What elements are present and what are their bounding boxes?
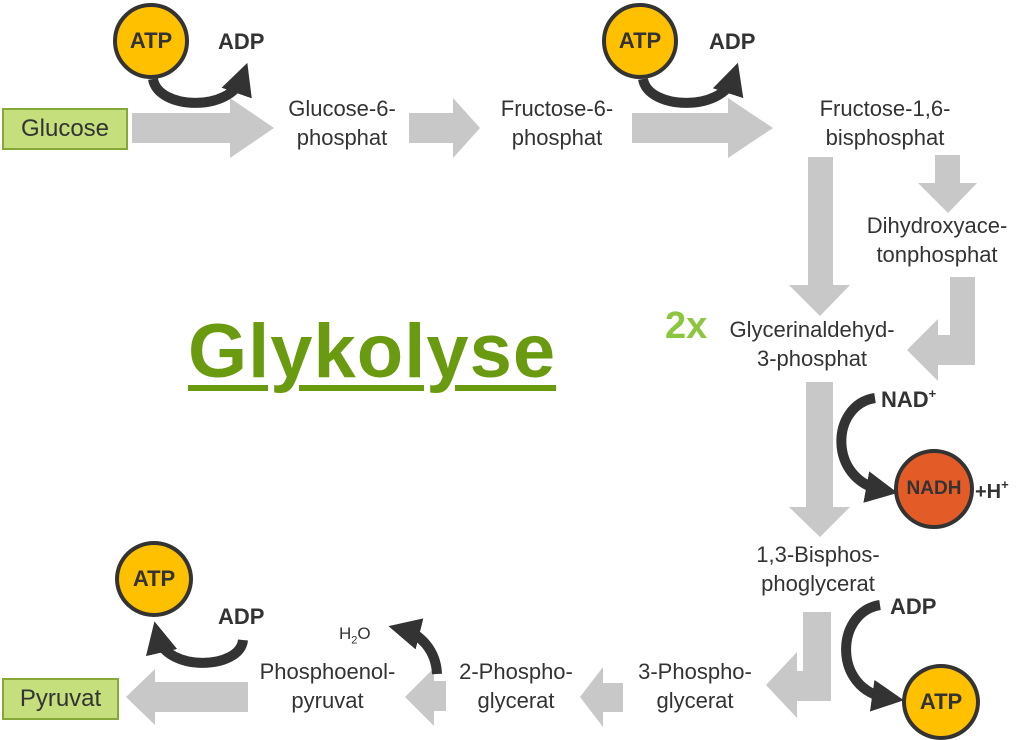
nad-text: NAD [881, 387, 929, 412]
h2o-o: O [357, 624, 371, 643]
metabolite-line2: glycerat [656, 688, 734, 713]
metabolite-line1: Glycerinaldehyd- [729, 317, 895, 342]
adp-label-step3: ADP [709, 29, 756, 54]
flow-arrow-f6p-f16bp [632, 98, 773, 158]
h2o-h: H [339, 624, 352, 643]
metabolite-dihydroxyacetonphosphat: Dihydroxyace- tonphosphat [852, 211, 1020, 269]
metabolite-phosphoenolpyruvat: Phosphoenol- pyruvat [245, 657, 410, 715]
h-text: +H [975, 481, 1002, 503]
start-box-glucose: Glucose [2, 108, 128, 150]
metabolite-glucose-6-phosphat: Glucose-6- phosphat [272, 94, 412, 152]
atp-circle-step10: ATP [115, 541, 193, 617]
metabolite-line2: glycerat [477, 688, 555, 713]
metabolite-line1: Fructose-6- [500, 96, 614, 121]
nad-charge: + [928, 386, 937, 401]
cofactor-arrow-step10 [146, 621, 248, 668]
metabolite-fructose-6-phosphat: Fructose-6- phosphat [482, 94, 632, 152]
diagram-title: Glykolyse [188, 309, 557, 394]
atp-circle-step3: ATP [602, 3, 678, 79]
h-plus-label: +H+ [975, 477, 1009, 504]
metabolite-3-phosphoglycerat: 3-Phospho- glycerat [620, 657, 770, 715]
metabolite-line1: Dihydroxyace- [866, 213, 1008, 238]
flow-arrow-pg3-pg2 [580, 667, 623, 727]
flow-arrow-dhap-gap [907, 277, 975, 381]
adp-label-step7: ADP [890, 594, 937, 619]
metabolite-fructose-1-6-bisphosphat: Fructose-1,6- bisphosphat [795, 94, 975, 152]
adp-label-step1: ADP [218, 29, 265, 54]
atp-circle-step1: ATP [113, 3, 189, 79]
metabolite-line1: Fructose-1,6- [819, 96, 951, 121]
multiplier-label: 2x [665, 305, 708, 347]
cofactor-arrow-step3 [638, 62, 744, 108]
nad-plus-label: NAD+ [881, 386, 936, 413]
metabolite-line1: Phosphoenol- [259, 659, 396, 684]
metabolite-glycerinaldehyd-3-phosphat: Glycerinaldehyd- 3-phosphat [712, 315, 912, 373]
metabolite-line2: pyruvat [291, 688, 364, 713]
flow-arrow-glucose-g6p [132, 98, 274, 158]
metabolite-line1: Glucose-6- [288, 96, 396, 121]
metabolite-1-3-bisphosphoglycerat: 1,3-Bisphos- phoglycerat [738, 540, 898, 598]
end-box-pyruvat: Pyruvat [2, 678, 119, 720]
flow-arrow-f16bp-dhap [918, 155, 977, 213]
flow-arrow-g6p-f6p [409, 98, 480, 158]
cofactor-arrow-step7 [841, 600, 904, 712]
metabolite-line1: 3-Phospho- [638, 659, 752, 684]
adp-label-step10: ADP [218, 604, 265, 629]
flow-arrow-pg2-pep [405, 668, 446, 726]
cofactor-arrow-step6 [836, 393, 898, 503]
metabolite-line2: 3-phosphat [756, 346, 868, 371]
metabolite-line1: 2-Phospho- [459, 659, 573, 684]
metabolite-line2: phosphat [296, 125, 388, 150]
metabolite-line1: 1,3-Bisphos- [756, 542, 880, 567]
atp-circle-step7: ATP [902, 664, 980, 740]
flow-arrow-bpg13-pg3 [766, 612, 831, 718]
metabolite-line2: tonphosphat [876, 242, 998, 267]
cofactor-arrow-step1 [148, 62, 252, 108]
h-charge: + [1001, 477, 1009, 492]
cofactor-arrow-step9 [388, 618, 442, 675]
flow-arrow-gap-bpg13 [789, 382, 850, 537]
flow-arrow-f16bp-gap [789, 157, 850, 316]
metabolite-line2: bisphosphat [825, 125, 945, 150]
flow-arrow-pep-pyruvat [126, 669, 248, 725]
metabolite-line2: phosphat [511, 125, 603, 150]
metabolite-2-phosphoglycerat: 2-Phospho- glycerat [446, 657, 586, 715]
nadh-circle: NADH [894, 449, 974, 529]
water-label: H2O [339, 624, 371, 646]
metabolite-line2: phoglycerat [761, 571, 875, 596]
h2o-sub: 2 [351, 634, 358, 647]
